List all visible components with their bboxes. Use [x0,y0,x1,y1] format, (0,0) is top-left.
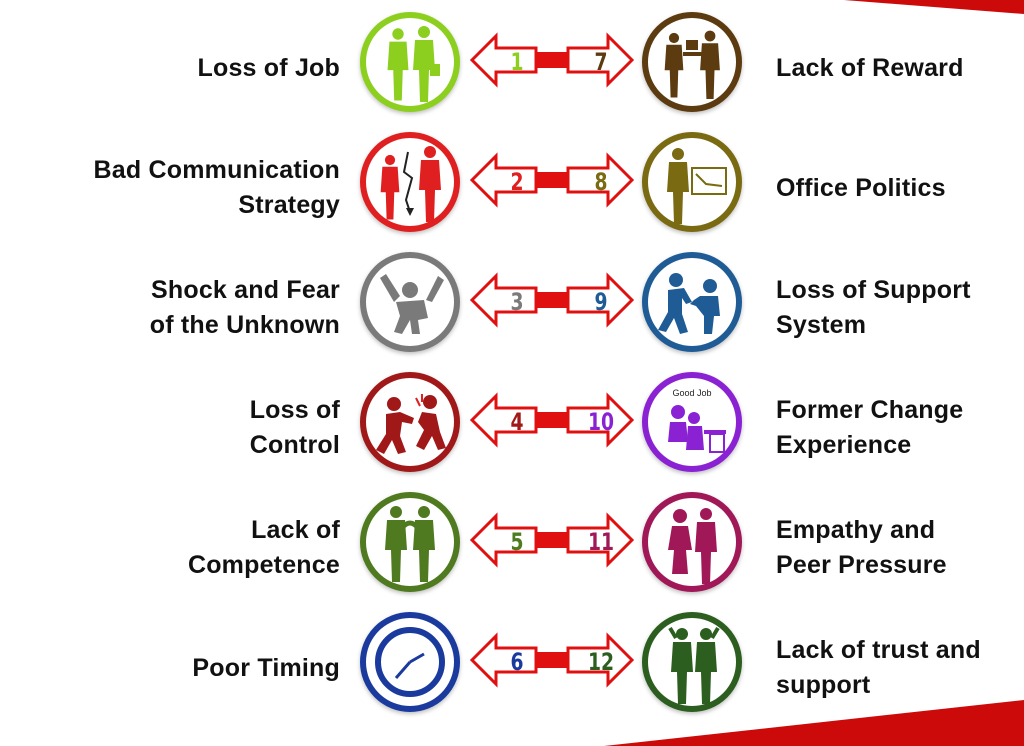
left-factor-number: 1 [510,48,524,76]
factor-row-6-12: Poor Timing 6 12 Lack of trust and suppo… [0,608,1024,728]
gift-handover-icon [664,30,720,99]
left-factor-number: 2 [510,168,524,196]
right-factor-number: 8 [594,168,608,196]
double-arrow-connector [469,632,635,688]
arguing-people-icon [385,506,435,582]
left-factor-circle [360,132,460,232]
factor-row-2-8: Bad Communication Strategy 2 8 Office Po… [0,128,1024,248]
shocked-person-icon [380,274,444,334]
presentation-icon [667,148,727,224]
right-factor-circle [642,132,742,232]
left-factor-label-text: Shock and Fear of the Unknown [149,276,340,339]
factor-row-1-7: Loss of Job 1 7 Lack of Reward [0,8,1024,128]
left-factor-circle [360,12,460,112]
left-factor-label-text: Loss of Control [249,396,340,459]
right-factor-circle [642,492,742,592]
standing-people-icon [668,626,720,704]
left-factor-label: Poor Timing [20,608,340,728]
left-factor-circle [360,612,460,712]
right-factor-label-text: Lack of Reward [776,53,964,82]
left-factor-label: Shock and Fear of the Unknown [20,248,340,368]
right-factor-label: Lack of Reward [776,8,1016,128]
right-factor-circle [642,252,742,352]
left-factor-label-text: Bad Communication Strategy [93,156,340,219]
factor-row-5-11: Lack of Competence 5 11 Empathy and Peer… [0,488,1024,608]
left-factor-number: 4 [510,408,524,436]
right-factor-label-text: Former Change Experience [776,396,964,459]
double-arrow-connector [469,512,635,568]
factor-row-4-10: Loss of Control 4 10 Good Job Former Cha… [0,368,1024,488]
right-factor-circle [642,612,742,712]
left-factor-number: 3 [510,288,524,316]
couple-icon [668,508,717,584]
right-factor-number: 9 [594,288,608,316]
left-factor-number: 5 [510,528,524,556]
right-factor-number: 10 [587,408,615,436]
right-factor-number: 11 [587,528,615,556]
left-factor-circle [360,252,460,352]
right-factor-label-text: Empathy and Peer Pressure [776,516,947,579]
left-factor-number: 6 [510,648,524,676]
right-factor-label-text: Office Politics [776,173,946,202]
right-factor-label: Lack of trust and support [776,608,1016,728]
right-factor-circle: Good Job [642,372,742,472]
left-factor-label-text: Loss of Job [197,53,340,82]
good-job-desk-icon [668,405,726,453]
right-factor-label: Former Change Experience [776,368,1016,488]
double-arrow-connector [469,32,635,88]
right-factor-label: Office Politics [776,128,1016,248]
left-factor-label-text: Poor Timing [192,653,340,682]
right-factor-label-text: Loss of Support System [776,276,971,339]
helping-hand-icon [658,273,720,334]
business-people-icon [387,26,440,102]
left-factor-label: Bad Communication Strategy [20,128,340,248]
left-factor-label: Loss of Control [20,368,340,488]
double-arrow-connector [469,152,635,208]
corner-decoration-top [844,0,1024,14]
icon-caption: Good Job [672,388,712,398]
clock-icon [375,627,445,697]
left-factor-label-text: Lack of Competence [187,516,340,579]
broken-communication-icon [380,146,441,222]
right-factor-label: Empathy and Peer Pressure [776,488,1016,608]
left-factor-circle [360,372,460,472]
left-factor-label: Loss of Job [20,8,340,128]
left-factor-label: Lack of Competence [20,488,340,608]
pushing-person-icon [376,394,446,454]
right-factor-circle [642,12,742,112]
left-factor-circle [360,492,460,592]
double-arrow-connector [469,272,635,328]
factor-row-3-9: Shock and Fear of the Unknown 3 9 Loss o… [0,248,1024,368]
right-factor-number: 12 [587,648,615,676]
double-arrow-connector [469,392,635,448]
right-factor-label: Loss of Support System [776,248,1016,368]
right-factor-number: 7 [594,48,608,76]
right-factor-label-text: Lack of trust and support [776,636,981,699]
